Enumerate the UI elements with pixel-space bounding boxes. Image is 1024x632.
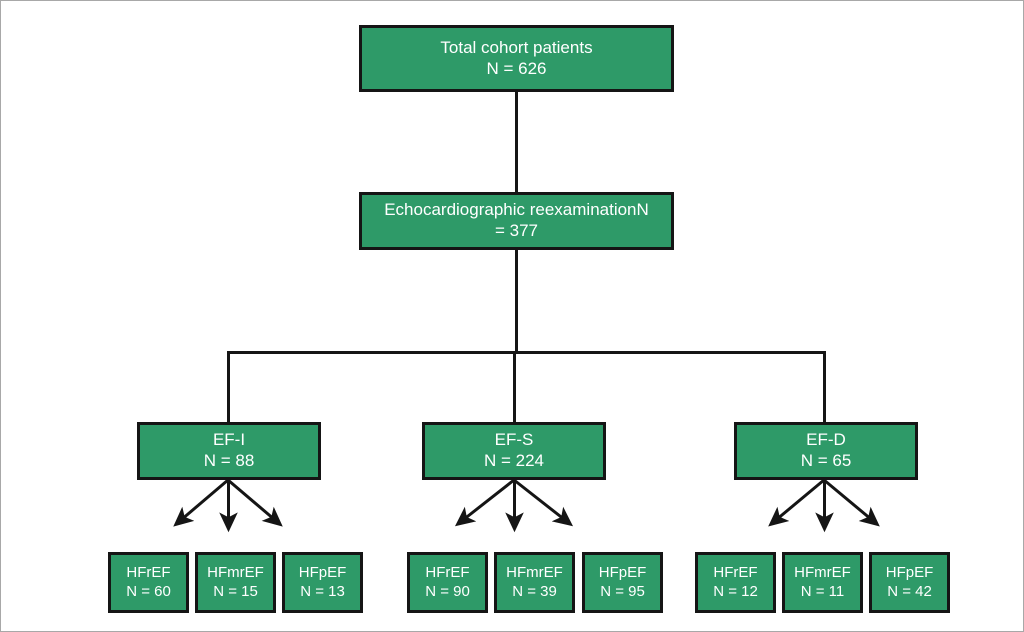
node-group-ef-d[interactable]: EF-D N = 65 (734, 422, 918, 480)
arrow-group-1-child-2 (513, 478, 574, 527)
node-leaf-ef-s-hfpef-count: N = 95 (600, 583, 645, 600)
node-group-ef-s-count: N = 224 (483, 451, 544, 470)
node-leaf-ef-i-hfmref-count: N = 15 (213, 583, 258, 600)
node-leaf-ef-s-hfmref-label: HFmrEF (506, 563, 563, 581)
arrow-group-1-child-0 (454, 478, 515, 527)
node-group-ef-d-label: EF-D (806, 430, 846, 450)
arrow-group-2-child-2 (823, 478, 880, 527)
arrow-group-2-child-0 (768, 478, 825, 527)
node-group-ef-s-label: EF-S (494, 430, 534, 450)
node-leaf-ef-i-hfmref[interactable]: HFmrEF N = 15 (195, 552, 276, 613)
node-echo-reexamination[interactable]: Echocardiographic reexaminationN = 377 (359, 192, 674, 250)
node-total-cohort-count: N = 626 (486, 58, 547, 78)
node-group-ef-d-count: N = 65 (800, 451, 852, 470)
node-group-ef-i[interactable]: EF-I N = 88 (137, 422, 321, 480)
node-total-cohort[interactable]: Total cohort patients N = 626 (359, 25, 674, 92)
node-leaf-ef-d-hfref-count: N = 12 (713, 583, 758, 600)
arrow-group-0-child-0 (173, 478, 229, 527)
node-leaf-ef-d-hfpef-label: HFpEF (885, 563, 934, 581)
node-group-ef-s[interactable]: EF-S N = 224 (422, 422, 606, 480)
node-leaf-ef-d-hfref-label: HFrEF (713, 563, 758, 581)
node-leaf-ef-s-hfref-count: N = 90 (425, 583, 470, 600)
node-leaf-ef-i-hfref-count: N = 60 (126, 583, 171, 600)
node-echo-reexamination-count: = 377 (494, 221, 538, 240)
node-leaf-ef-s-hfmref-count: N = 39 (512, 583, 557, 600)
node-leaf-ef-s-hfref[interactable]: HFrEF N = 90 (407, 552, 488, 613)
node-leaf-ef-i-hfpef[interactable]: HFpEF N = 13 (282, 552, 363, 613)
node-leaf-ef-d-hfpef-count: N = 42 (887, 583, 932, 600)
node-leaf-ef-d-hfpef[interactable]: HFpEF N = 42 (869, 552, 950, 613)
node-leaf-ef-s-hfmref[interactable]: HFmrEF N = 39 (494, 552, 575, 613)
node-leaf-ef-s-hfpef[interactable]: HFpEF N = 95 (582, 552, 663, 613)
node-leaf-ef-i-hfpef-count: N = 13 (300, 583, 345, 600)
node-leaf-ef-i-hfpef-label: HFpEF (298, 563, 347, 581)
node-leaf-ef-i-hfmref-label: HFmrEF (207, 563, 264, 581)
node-leaf-ef-d-hfref[interactable]: HFrEF N = 12 (695, 552, 776, 613)
node-leaf-ef-d-hfmref[interactable]: HFmrEF N = 11 (782, 552, 863, 613)
node-group-ef-i-count: N = 88 (203, 451, 255, 470)
node-leaf-ef-s-hfpef-label: HFpEF (598, 563, 647, 581)
node-leaf-ef-s-hfref-label: HFrEF (425, 563, 470, 581)
node-leaf-ef-i-hfref-label: HFrEF (126, 563, 171, 581)
node-echo-reexamination-label: Echocardiographic reexaminationN (384, 200, 649, 220)
arrow-group-0-child-2 (227, 478, 283, 527)
node-leaf-ef-d-hfmref-count: N = 11 (800, 583, 845, 600)
node-leaf-ef-d-hfmref-label: HFmrEF (794, 563, 851, 581)
node-total-cohort-label: Total cohort patients (440, 37, 593, 57)
node-leaf-ef-i-hfref[interactable]: HFrEF N = 60 (108, 552, 189, 613)
node-group-ef-i-label: EF-I (212, 430, 246, 450)
